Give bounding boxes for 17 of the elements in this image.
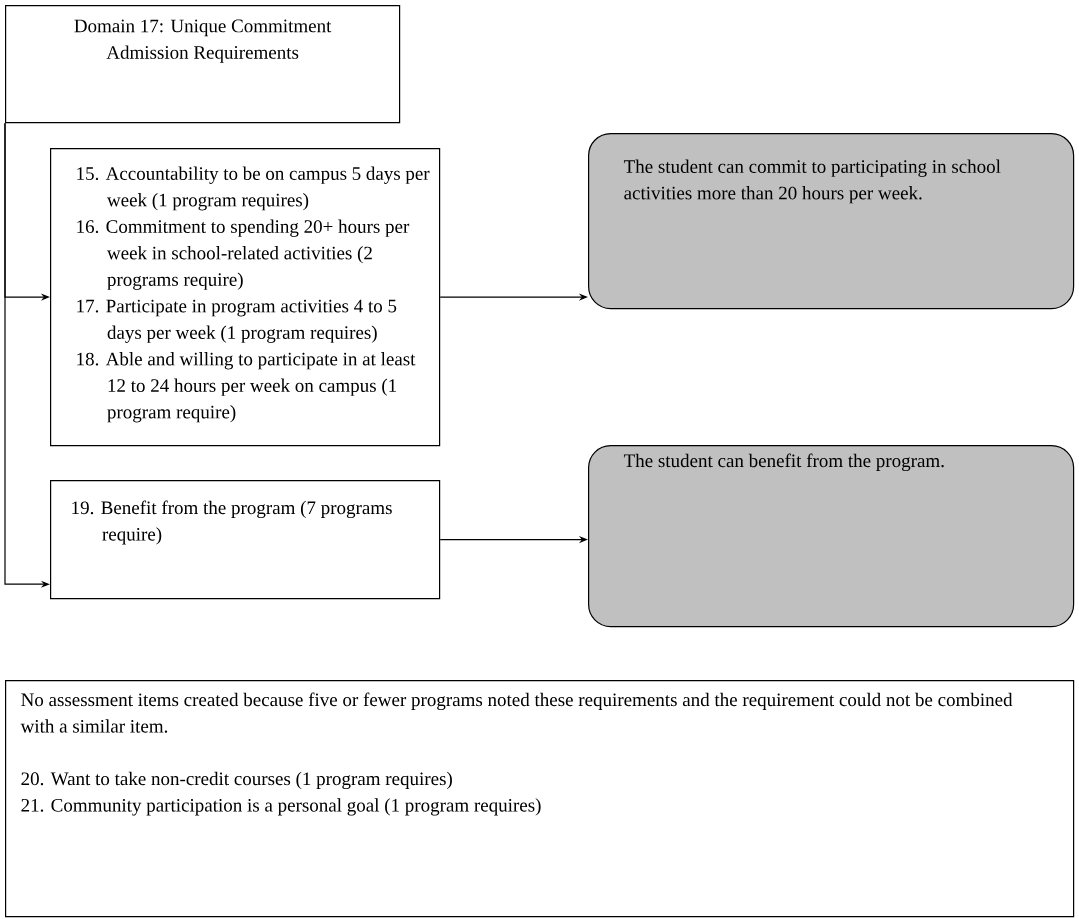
- list-item: 20. Want to take non-credit courses (1 program requires): [21, 771, 452, 790]
- box-text: The student can commit to participating in school activities more than 20 hours per week.: [623, 159, 1001, 204]
- list-item: 17. Participate in program activities 4 to 5 days per week (1 program requires): [77, 299, 397, 343]
- list-item: 21. Community participation is a personal goal (1 program requires): [21, 798, 541, 816]
- box-text: The student can benefit from the program.: [623, 453, 944, 472]
- list-item: 15. Accountability to be on campus 5 days per week (1 program requires): [77, 166, 430, 211]
- list-item: 18. Able and willing to participate in at least 12 to 24 hours per week on campus (1 program require): [77, 352, 416, 423]
- requirement-box: [50, 148, 441, 447]
- list-item: 16. Commitment to spending 20+ hours per week in school-related activities (2 programs require): [77, 219, 410, 290]
- note-text: No assessment items created because five or fewer programs noted these requirements and the requirement could not be combined with a similar item.: [20, 692, 1013, 733]
- list-item: 19. Benefit from the program (7 programs require): [72, 500, 392, 545]
- outcome-box: [588, 133, 1075, 310]
- note-box: [5, 680, 1075, 918]
- outcome-box: [588, 445, 1075, 628]
- box-text: Domain 17: Unique Commitment Admission Requirements: [74, 19, 332, 63]
- requirement-box: [50, 480, 441, 600]
- heading-box: [5, 5, 401, 124]
